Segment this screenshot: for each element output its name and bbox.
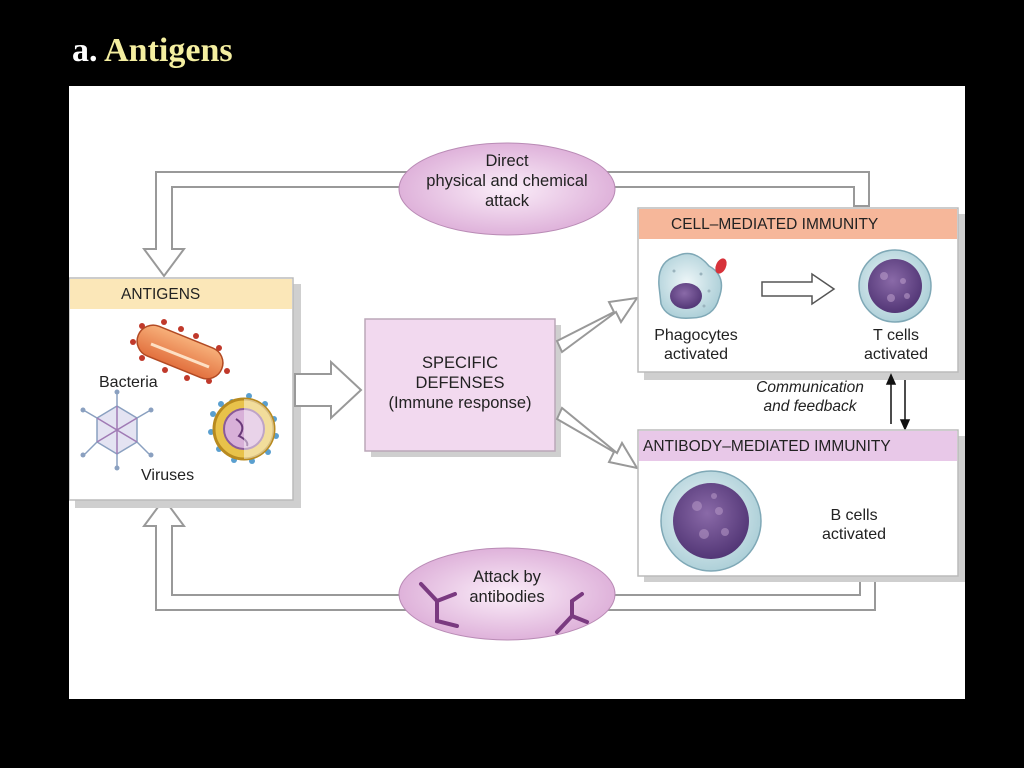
communication-line-1: Communication xyxy=(756,379,864,396)
b-cells-label: B cells activated xyxy=(799,506,909,544)
antibody-attack-label: Attack by antibodies xyxy=(399,568,615,608)
direct-attack-ellipse xyxy=(398,142,616,236)
viruses-label: Viruses xyxy=(141,467,195,484)
communication-line-2: and feedback xyxy=(763,397,857,415)
direct-attack-line-3: attack xyxy=(484,191,530,210)
phagocytes-label: Phagocytes activated xyxy=(639,326,753,364)
specific-defenses-label: SPECIFIC DEFENSES (Immune response) xyxy=(365,354,555,413)
top-feedback-arrow xyxy=(142,171,870,278)
b-cells-line-1: B cells xyxy=(830,507,878,524)
arrow-to-antibody-mediated xyxy=(555,406,640,470)
direct-attack-label: Direct physical and chemical attack xyxy=(399,152,615,211)
communication-label: Communication and feedback xyxy=(735,379,885,416)
b-cells-line-2: activated xyxy=(821,526,887,544)
b-cell-graphic xyxy=(660,470,762,572)
phagocytes-line-1: Phagocytes xyxy=(654,327,738,344)
t-cells-line-2: activated xyxy=(863,346,929,364)
slide-title: a. Antigens xyxy=(72,32,233,70)
antibody-attack-line-1: Attack by xyxy=(473,568,541,586)
t-cell-graphic xyxy=(858,249,932,323)
cell-header-bg xyxy=(639,209,957,239)
slide-title-prefix: a. xyxy=(72,32,98,69)
antibody-mediated-header: ANTIBODY–MEDIATED IMMUNITY xyxy=(643,438,891,455)
antibody-attack-ellipse xyxy=(398,547,616,641)
bacteria-label: Bacteria xyxy=(99,374,158,391)
antigens-box xyxy=(69,277,294,501)
specific-line-3: (Immune response) xyxy=(388,393,532,412)
diagram-graphics xyxy=(69,142,965,641)
arrow-phagocyte-to-tcell xyxy=(761,272,836,306)
virus-enveloped-graphic xyxy=(208,393,279,464)
direct-attack-line-2: physical and chemical xyxy=(426,171,588,190)
phagocytes-line-2: activated xyxy=(663,346,729,364)
t-cells-line-1: T cells xyxy=(873,327,919,344)
antigens-header: ANTIGENS xyxy=(121,286,201,303)
bottom-feedback-arrow xyxy=(142,497,876,611)
cell-mediated-header: CELL–MEDIATED IMMUNITY xyxy=(671,216,879,233)
antigens-header-bg xyxy=(70,279,292,309)
arrow-to-cell-mediated xyxy=(555,296,640,354)
virus-icosahedral-graphic xyxy=(80,389,154,471)
phagocyte-graphic xyxy=(658,252,727,319)
diagram-panel: Direct physical and chemical attack Atta… xyxy=(69,86,965,699)
specific-defenses-box xyxy=(364,318,556,452)
arrow-to-specific xyxy=(294,359,363,421)
antibody-header-bg xyxy=(639,431,957,461)
specific-line-2: DEFENSES xyxy=(415,373,505,392)
specific-line-1: SPECIFIC xyxy=(421,354,499,372)
antibody-y-right xyxy=(555,592,589,634)
bacteria-graphic xyxy=(130,319,230,384)
slide-title-text: Antigens xyxy=(104,32,233,69)
t-cells-label: T cells activated xyxy=(845,326,947,364)
antibody-attack-line-2: antibodies xyxy=(469,587,545,606)
direct-attack-line-1: Direct xyxy=(485,152,529,170)
communication-double-arrow xyxy=(885,373,911,431)
antibody-y-left xyxy=(419,582,459,628)
